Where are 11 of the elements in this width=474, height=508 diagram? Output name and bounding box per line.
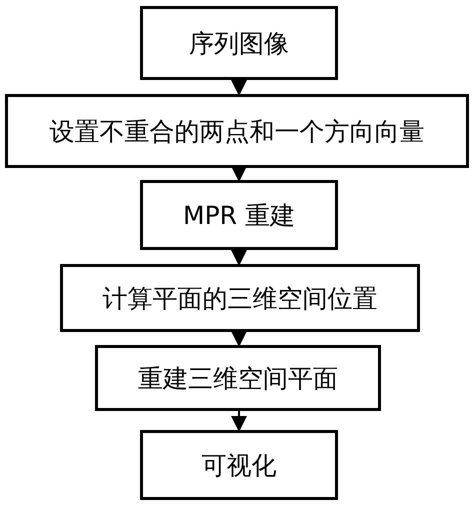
process-box: 可视化 bbox=[140, 430, 338, 500]
process-box: 计算平面的三维空间位置 bbox=[60, 264, 420, 332]
process-box: 序列图像 bbox=[140, 6, 338, 80]
arrow bbox=[231, 80, 247, 96]
process-box: 设置不重合的两点和一个方向向量 bbox=[5, 94, 469, 168]
arrow bbox=[231, 411, 247, 432]
arrow bbox=[231, 166, 247, 182]
process-box: MPR 重建 bbox=[140, 180, 338, 250]
process-box: 重建三维空间平面 bbox=[95, 345, 381, 411]
arrow bbox=[231, 331, 247, 347]
arrow bbox=[231, 250, 247, 266]
